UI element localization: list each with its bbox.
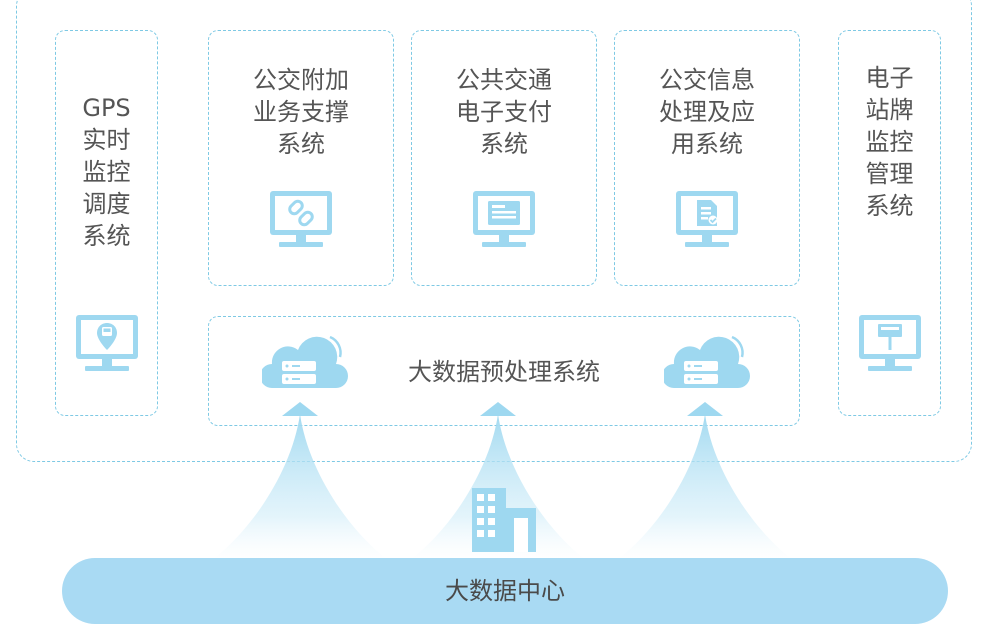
payment-system-box bbox=[411, 30, 597, 286]
stop-sign-system-label: 电子 站牌 监控 管理 系统 bbox=[865, 64, 914, 220]
gps-system-box bbox=[55, 30, 158, 416]
data-flow-beam-center bbox=[410, 402, 586, 560]
card-monitor-icon bbox=[473, 191, 535, 247]
big-data-preprocess-system-box bbox=[208, 316, 800, 426]
data-flow-beam-left bbox=[212, 402, 388, 560]
big-data-center-bar: 大数据中心 bbox=[62, 558, 948, 624]
cloud-server-icon bbox=[664, 335, 750, 388]
building-icon bbox=[472, 488, 536, 552]
document-monitor-icon bbox=[676, 191, 738, 247]
data-flow-beam-right bbox=[617, 402, 793, 560]
signboard-monitor-icon bbox=[859, 315, 921, 371]
addon-business-system-box bbox=[208, 30, 394, 286]
payment-system-label: 公共交通 电子支付 系统 bbox=[456, 66, 552, 158]
cloud-server-icon bbox=[262, 335, 348, 388]
stop-sign-system-box bbox=[838, 30, 941, 416]
bus-location-monitor-icon bbox=[76, 315, 138, 371]
gps-system-label: GPS 实时 监控 调度 系统 bbox=[82, 94, 131, 250]
big-data-center-label: 大数据中心 bbox=[445, 577, 565, 605]
info-processing-system-label: 公交信息 处理及应 用系统 bbox=[659, 66, 755, 158]
info-processing-system-box bbox=[614, 30, 800, 286]
big-data-preprocess-system-label: 大数据预处理系统 bbox=[408, 358, 600, 386]
link-monitor-icon bbox=[270, 191, 332, 247]
addon-business-system-label: 公交附加 业务支撑 系统 bbox=[253, 66, 349, 158]
